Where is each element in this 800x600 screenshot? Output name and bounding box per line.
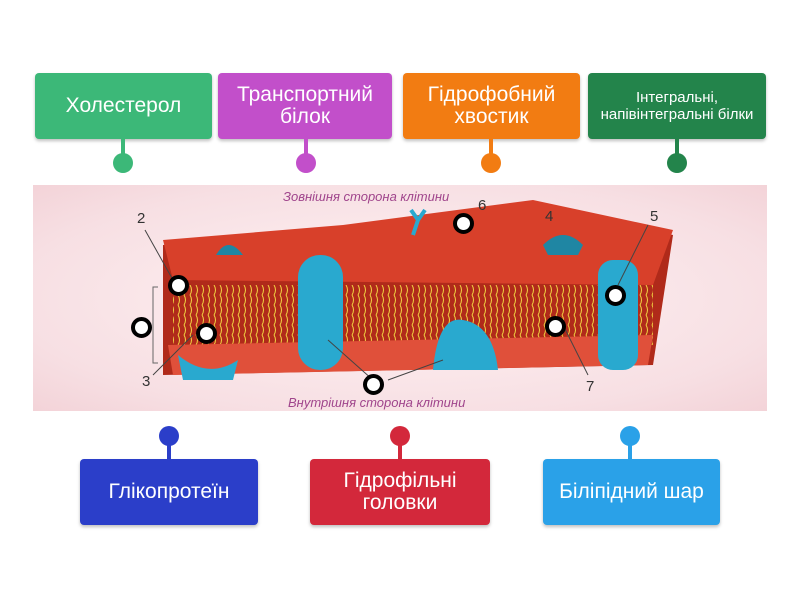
- pin-dot: [159, 426, 179, 446]
- label-glycoprotein[interactable]: Глікопротеїн: [80, 459, 258, 525]
- number-label: 4: [545, 208, 554, 225]
- drop-target-marker[interactable]: [131, 317, 152, 338]
- label-transport-protein[interactable]: Транспортний білок: [218, 73, 392, 139]
- pin-stem: [489, 139, 493, 159]
- inner-side-caption: Внутрішня сторона клітини: [288, 395, 466, 410]
- membrane-diagram: Зовнішня сторона клітини Внутрішня сторо…: [33, 185, 767, 411]
- pin-stem: [628, 440, 632, 460]
- drop-target-marker[interactable]: [545, 316, 566, 337]
- drop-target-marker[interactable]: [168, 275, 189, 296]
- pin-stem: [304, 139, 308, 159]
- drop-target-marker[interactable]: [605, 285, 626, 306]
- label-hydrophilic-heads[interactable]: Гідрофільні головки: [310, 459, 490, 525]
- drop-target-marker[interactable]: [453, 213, 474, 234]
- number-label: 3: [142, 373, 151, 390]
- drop-target-marker[interactable]: [363, 374, 384, 395]
- number-label: 5: [650, 208, 659, 225]
- drop-target-marker[interactable]: [196, 323, 217, 344]
- label-hydrophobic-tail[interactable]: Гідрофобний хвостик: [403, 73, 580, 139]
- pin-dot: [296, 153, 316, 173]
- label-cholesterol[interactable]: Холестерол: [35, 73, 212, 139]
- pin-stem: [167, 440, 171, 460]
- pin-dot: [113, 153, 133, 173]
- pin-stem: [121, 139, 125, 159]
- number-label: 7: [586, 378, 595, 395]
- pin-stem: [398, 440, 402, 460]
- label-integral-proteins[interactable]: Інтегральні, напівінтегральні білки: [588, 73, 766, 139]
- pin-stem: [675, 139, 679, 159]
- label-bilipid-layer[interactable]: Біліпідний шар: [543, 459, 720, 525]
- number-label: 2: [137, 210, 146, 227]
- pin-dot: [390, 426, 410, 446]
- number-label: 6: [478, 197, 487, 214]
- pin-dot: [481, 153, 501, 173]
- pin-dot: [620, 426, 640, 446]
- membrane-illustration: [144, 200, 673, 381]
- pin-dot: [667, 153, 687, 173]
- outer-side-caption: Зовнішня сторона клітини: [283, 189, 450, 204]
